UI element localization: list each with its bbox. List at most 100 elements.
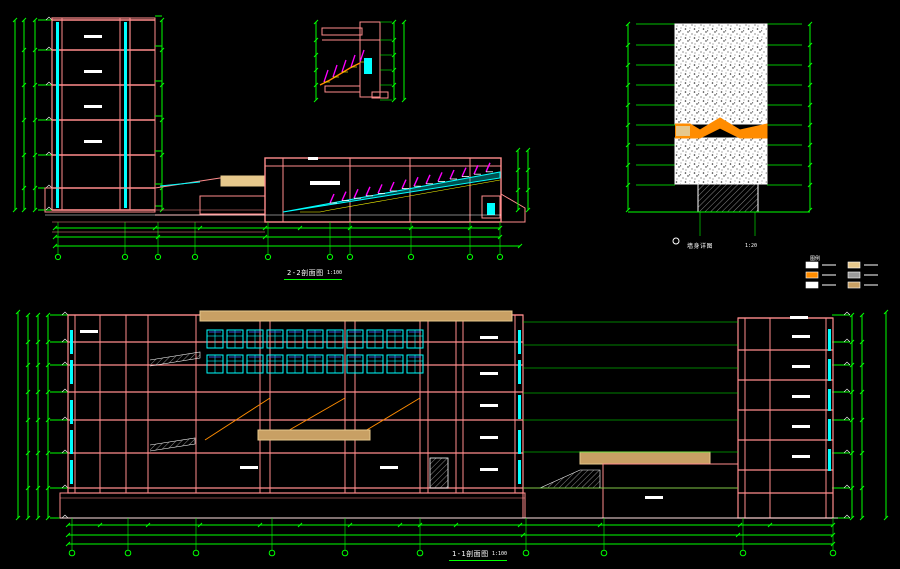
dimension-tick	[625, 122, 631, 128]
section-1-1-title: 1-1剖面图	[452, 550, 489, 558]
dimension-tick	[859, 312, 865, 318]
axis-bubble	[124, 549, 132, 557]
dimension-tick	[35, 339, 41, 345]
dimension-tick	[197, 522, 203, 528]
dimension-tick	[313, 67, 319, 73]
stage-slab	[257, 429, 371, 441]
room-label-box	[645, 496, 663, 499]
dimension-tick	[625, 142, 631, 148]
right-block-outline	[737, 317, 834, 519]
detail-landing	[371, 91, 389, 99]
seat	[401, 179, 407, 189]
dimension-tick	[625, 162, 631, 168]
dimension-tick	[21, 207, 27, 213]
tower-outline	[51, 17, 131, 211]
level-marker	[45, 16, 53, 21]
dimension-tick	[313, 19, 319, 25]
dimension-tick	[35, 312, 41, 318]
detail-wall	[359, 21, 381, 98]
detail-rake	[319, 62, 361, 86]
link-basement	[199, 195, 266, 215]
section-1-1-scale: 1:100	[492, 551, 508, 557]
level-marker	[45, 46, 53, 51]
level-marker	[843, 311, 851, 316]
level-marker	[61, 311, 69, 316]
wall-detail-scale: 1:20	[745, 243, 758, 249]
dimension-tick	[625, 42, 631, 48]
dimension-tick	[32, 152, 38, 158]
room-label-box	[80, 330, 98, 333]
axis-bubble	[154, 253, 162, 261]
dimension-tick	[15, 515, 21, 521]
dimension-tick	[807, 122, 813, 128]
stair-seating-detail	[313, 19, 407, 103]
room-label-box	[380, 466, 398, 469]
rake-line	[204, 397, 271, 441]
dimension-tick	[859, 417, 865, 423]
hatched-stair	[149, 351, 201, 367]
level-marker	[45, 151, 53, 156]
seat	[449, 169, 455, 180]
main-base	[59, 492, 526, 519]
glass-strip	[70, 360, 73, 384]
dimension-tick	[525, 207, 531, 213]
dimension-tick	[525, 187, 531, 193]
glass-strip	[518, 460, 521, 484]
section-2-2-scale: 1:100	[327, 270, 343, 276]
level-marker	[843, 338, 851, 343]
glass-strip	[828, 419, 831, 441]
dimension-tick	[45, 312, 51, 318]
dimension-tick	[515, 147, 521, 153]
axis-bubble	[522, 549, 530, 557]
dimension-tick	[25, 362, 31, 368]
detail-base-slab	[324, 85, 361, 93]
dimension-tick	[859, 515, 865, 521]
dimension-tick	[45, 362, 51, 368]
dimension-tick	[849, 485, 855, 491]
dimension-tick	[25, 312, 31, 318]
level-marker	[843, 361, 851, 366]
dimension-tick	[152, 225, 158, 231]
dimension-tick	[625, 62, 631, 68]
section-2-2-title-underline	[284, 279, 342, 280]
level-marker	[61, 338, 69, 343]
dimension-tick	[391, 19, 397, 25]
level-marker	[45, 116, 53, 121]
level-marker	[843, 514, 851, 519]
dimension-tick	[32, 117, 38, 123]
middle-low-block	[522, 487, 604, 519]
axis-bubble	[829, 549, 837, 557]
dimension-tick	[517, 243, 523, 249]
dimension-tick	[45, 389, 51, 395]
detail-seat	[341, 59, 347, 73]
dimension-tick	[65, 522, 71, 528]
seat	[377, 184, 383, 194]
seating-rake	[282, 171, 501, 213]
dimension-tick	[25, 339, 31, 345]
dimension-tick	[12, 207, 18, 213]
section-2-2-bottom-dimensions	[45, 209, 523, 261]
axis-bubble	[192, 549, 200, 557]
dimension-tick	[883, 309, 889, 315]
axis-bubble	[68, 549, 76, 557]
stone-cladding-upper	[674, 23, 768, 125]
glass-strip	[828, 329, 831, 351]
main-roof-slab	[199, 310, 513, 322]
axis-bubble	[268, 549, 276, 557]
legend-swatch	[847, 261, 861, 269]
dimension-tick	[347, 522, 353, 528]
legend-swatch	[805, 281, 819, 289]
glass-strip	[518, 360, 521, 384]
dimension-tick	[401, 97, 407, 103]
seat	[353, 188, 359, 199]
dimension-tick	[625, 82, 631, 88]
dimension-tick	[45, 339, 51, 345]
dimension-tick	[15, 309, 21, 315]
dimension-tick	[297, 522, 303, 528]
dimension-tick	[515, 207, 521, 213]
dimension-tick	[35, 515, 41, 521]
legend-swatch	[847, 271, 861, 279]
wall-detail-title: 墙身详图	[687, 243, 714, 250]
dimension-tick	[25, 485, 31, 491]
dimension-tick	[883, 515, 889, 521]
